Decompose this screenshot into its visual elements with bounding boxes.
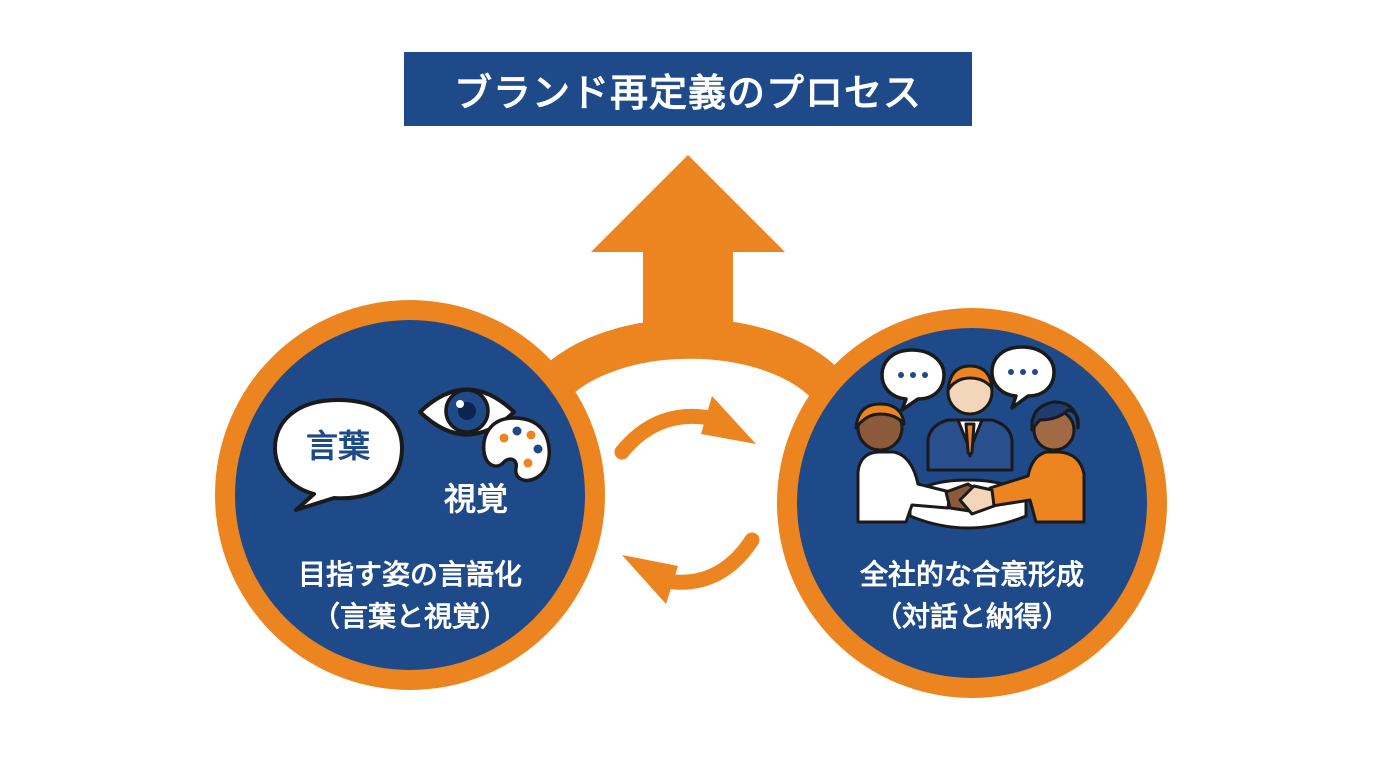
connector-arc: [525, 318, 855, 415]
left-node-label-line1: 目指す姿の言語化: [297, 558, 522, 591]
left-node-label-line2: （言葉と視覚）: [311, 600, 508, 633]
title-banner: ブランド再定義のプロセス: [404, 52, 972, 126]
visual-caption: 視覚: [443, 480, 508, 518]
handshake-icon: [944, 482, 996, 516]
cycle-arrows-icon: [614, 396, 760, 604]
eye-icon: [418, 387, 516, 437]
up-arrow-icon: [591, 155, 785, 350]
palette-icon: [481, 416, 551, 483]
right-node-label-line2: （対話と納得）: [873, 600, 1070, 633]
speech-bubble-text: 言葉: [305, 427, 370, 465]
speech-bubble-icon: [273, 398, 404, 512]
speech-dots-icon: [880, 345, 1056, 412]
right-node-label-line1: 全社的な合意形成: [859, 558, 1084, 591]
page-title: ブランド再定義のプロセス: [453, 70, 922, 115]
people-meeting-icon: [854, 364, 1086, 530]
